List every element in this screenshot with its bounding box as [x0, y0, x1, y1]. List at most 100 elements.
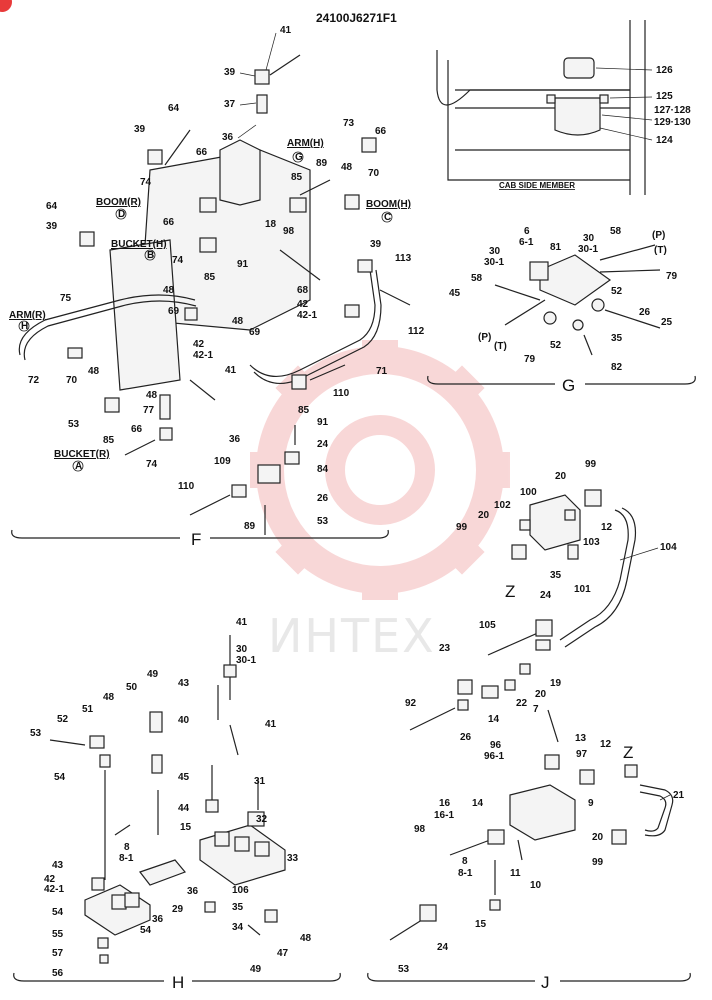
callout-f-22: 39 — [370, 239, 382, 250]
callout-h-21: 43 — [52, 860, 64, 871]
section-h-callouts: 41 30 30-1 43 40 41 49 50 48 51 52 53 54… — [30, 617, 312, 979]
callout-f-35: 72 — [28, 375, 40, 386]
callout-g-10: 30 — [583, 233, 595, 244]
callout-f-11: 70 — [368, 168, 380, 179]
callout-h-32: 106 — [232, 885, 249, 896]
callout-j-17: 26 — [460, 732, 472, 743]
callout-j-34: 11 — [510, 868, 521, 879]
callout-j-31: 98 — [414, 824, 426, 835]
callout-h-11: 53 — [30, 728, 42, 739]
callout-g-14: 45 — [449, 288, 461, 299]
callout-h-18: 8 — [124, 842, 130, 853]
callout-j-20: 7 — [533, 704, 539, 715]
circuit-label-arm-h: ARM(H) — [287, 138, 324, 149]
callout-g-3: 129·130 — [654, 117, 691, 128]
callout-h-5: 41 — [265, 719, 277, 730]
callout-g-18: 35 — [611, 333, 623, 344]
callout-g-8: 30-1 — [484, 257, 504, 268]
callout-h-4: 40 — [178, 715, 190, 726]
callout-f-47: 74 — [146, 459, 158, 470]
callout-f-33: 42 — [193, 339, 205, 350]
callout-h-24: 54 — [52, 907, 64, 918]
callout-j-18: 14 — [488, 714, 500, 725]
callout-j-29: 9 — [588, 798, 594, 809]
callout-f-13: 85 — [291, 172, 303, 183]
callout-f-26: 68 — [297, 285, 309, 296]
callout-f-29: 112 — [408, 326, 425, 337]
callout-j-5: 103 — [583, 537, 600, 548]
callout-g-17: 26 — [639, 307, 651, 318]
callout-h-23: 42-1 — [44, 884, 64, 895]
callout-g-11: 30-1 — [578, 244, 598, 255]
circuit-label-bucket-r: BUCKET(R) — [54, 449, 110, 460]
callout-f-12: 74 — [140, 177, 152, 188]
section-j-callouts: 99 20 100 102 12 103 99 20 35 101 104 24… — [398, 459, 685, 975]
callout-f-50: 24 — [317, 439, 329, 450]
callout-h-16: 15 — [180, 822, 192, 833]
callout-j-1: 20 — [555, 471, 567, 482]
callout-h-2: 30-1 — [236, 655, 256, 666]
callout-j-8: 35 — [550, 570, 562, 581]
callout-f-40: 85 — [298, 405, 310, 416]
callout-j-4: 12 — [601, 522, 613, 533]
callout-j-10: 104 — [660, 542, 677, 553]
section-j-label: J — [541, 973, 550, 992]
circuit-label-bucket-h: BUCKET(H) — [111, 239, 167, 250]
callout-f-49: 91 — [317, 417, 329, 428]
circuit-label-port-t2: (T) — [494, 341, 507, 352]
callout-h-35: 47 — [277, 948, 289, 959]
callout-j-9: 101 — [574, 584, 591, 595]
circuit-label-boom-h-mark: C — [384, 212, 391, 223]
callout-g-6: 6-1 — [519, 237, 534, 248]
callout-j-35: 10 — [530, 880, 542, 891]
callout-f-30: 75 — [60, 293, 72, 304]
section-j-drawing — [389, 489, 674, 941]
callout-f-48: 36 — [229, 434, 241, 445]
callout-f-10: 48 — [341, 162, 353, 173]
callout-f-28: 42-1 — [297, 310, 317, 321]
callout-f-6: 73 — [343, 118, 355, 129]
callout-f-2: 37 — [224, 99, 236, 110]
watermark-gear — [250, 340, 510, 600]
callout-h-3: 43 — [178, 678, 190, 689]
callout-f-15: 39 — [46, 221, 58, 232]
callout-j-33: 8-1 — [458, 868, 473, 879]
callout-g-19: 25 — [661, 317, 673, 328]
callout-f-18: 18 — [265, 219, 277, 230]
callout-h-1: 30 — [236, 644, 248, 655]
callout-j-0: 99 — [585, 459, 597, 470]
callout-h-31: 36 — [152, 914, 164, 925]
callout-j-15: 20 — [535, 689, 547, 700]
callout-g-20: 79 — [666, 271, 678, 282]
section-g-label: G — [562, 376, 575, 395]
section-g-callouts: 126 125 127·128 129·130 124 6 6-1 30 30-… — [449, 65, 691, 373]
callout-f-55: 89 — [244, 521, 256, 532]
callout-j-40: 53 — [398, 964, 410, 975]
callout-g-22: 82 — [611, 362, 623, 373]
callout-g-7: 30 — [489, 246, 501, 257]
callout-j-28: 14 — [472, 798, 484, 809]
circuit-label-bucket-r-mark: A — [75, 461, 82, 472]
callout-h-15: 44 — [178, 803, 190, 814]
section-j-bracket — [367, 972, 691, 982]
cab-side-member-label: CAB SIDE MEMBER — [499, 181, 575, 190]
callout-j-13: 23 — [439, 643, 451, 654]
callout-f-16: 66 — [163, 217, 175, 228]
callout-j-25: 97 — [576, 749, 588, 760]
callout-f-44: 85 — [103, 435, 115, 446]
callout-h-33: 35 — [232, 902, 244, 913]
callout-j-39: 24 — [437, 942, 449, 953]
callout-f-19: 98 — [283, 226, 295, 237]
callout-h-9: 51 — [82, 704, 94, 715]
callout-f-51: 84 — [317, 464, 329, 475]
callout-f-0: 41 — [280, 25, 292, 36]
callout-j-11: 24 — [540, 590, 552, 601]
callout-f-34: 42-1 — [193, 350, 213, 361]
callout-f-32: 69 — [249, 327, 261, 338]
callout-f-54: 26 — [317, 493, 329, 504]
callout-h-17: 32 — [256, 814, 268, 825]
circuit-label-arm-r: ARM(R) — [9, 310, 46, 321]
section-z-label-top: Z — [505, 582, 515, 601]
callout-h-27: 56 — [52, 968, 64, 979]
